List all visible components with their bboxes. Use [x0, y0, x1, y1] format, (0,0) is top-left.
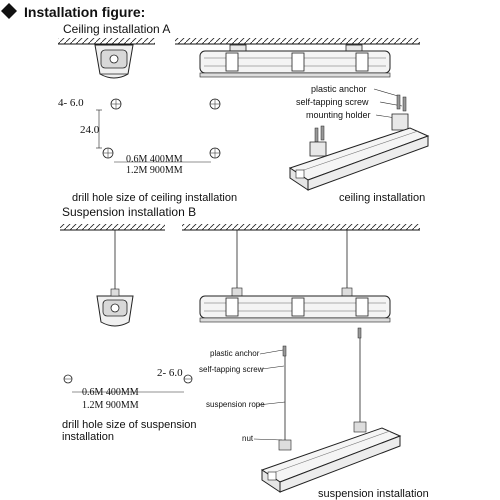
- ceiling-line-right-b: [182, 224, 420, 231]
- hole-count-label: 4- 6.0: [58, 97, 84, 109]
- fixture-side-view: [199, 44, 391, 78]
- dimension-line-1-b: 0.6M 400MM: [82, 387, 139, 398]
- ceiling-install-caption: ceiling installation: [339, 192, 425, 204]
- hole-count-label-b: 2- 6.0: [157, 367, 183, 379]
- suspended-end-view: [96, 230, 134, 327]
- page-title: Installation figure:: [24, 4, 145, 20]
- diamond-bullet-icon: [1, 3, 17, 19]
- dimension-line-2-b: 1.2M 900MM: [82, 400, 139, 411]
- fixture-end-view: [94, 44, 134, 79]
- suspension-install-detail: plastic anchor self-tapping screw suspen…: [199, 327, 429, 500]
- suspension-section-title: Suspension installation B: [62, 205, 196, 219]
- suspension-install-caption: suspension installation: [318, 488, 429, 500]
- ceiling-line-left: [58, 38, 155, 45]
- dimension-line-1: 0.6M 400MM: [126, 154, 183, 165]
- callout-self-tapping-screw: self-tapping screw: [296, 97, 369, 107]
- callout-suspension-rope: suspension rope: [206, 400, 265, 409]
- ceiling-section-title: Ceiling installation A: [63, 22, 170, 36]
- drill-hole-diagram-b: 2- 6.0 0.6M 400MM 1.2M 900MM drill hole …: [62, 367, 197, 443]
- drill-hole-caption-a: drill hole size of ceiling installation: [72, 192, 237, 204]
- suspended-side-view: [199, 230, 391, 323]
- ceiling-install-detail: plastic anchor self-tapping screw mounti…: [288, 84, 430, 204]
- ceiling-line-right: [175, 38, 420, 45]
- dimension-line-2: 1.2M 900MM: [126, 165, 183, 176]
- callout-plastic-anchor-b: plastic anchor: [210, 349, 260, 358]
- drill-hole-caption-b-line2: installation: [62, 431, 114, 443]
- drill-hole-caption-b-line1: drill hole size of suspension: [62, 419, 197, 431]
- vertical-spacing-label: 24.0: [80, 124, 100, 136]
- ceiling-line-left-b: [60, 224, 165, 231]
- drill-hole-diagram-a: 4- 6.0 24.0 0.6M 400MM 1.2M 900MM drill …: [58, 97, 237, 204]
- callout-plastic-anchor: plastic anchor: [311, 84, 367, 94]
- callout-self-tapping-screw-b: self-tapping screw: [199, 365, 264, 374]
- callout-nut: nut: [242, 434, 254, 443]
- callout-mounting-holder: mounting holder: [306, 110, 371, 120]
